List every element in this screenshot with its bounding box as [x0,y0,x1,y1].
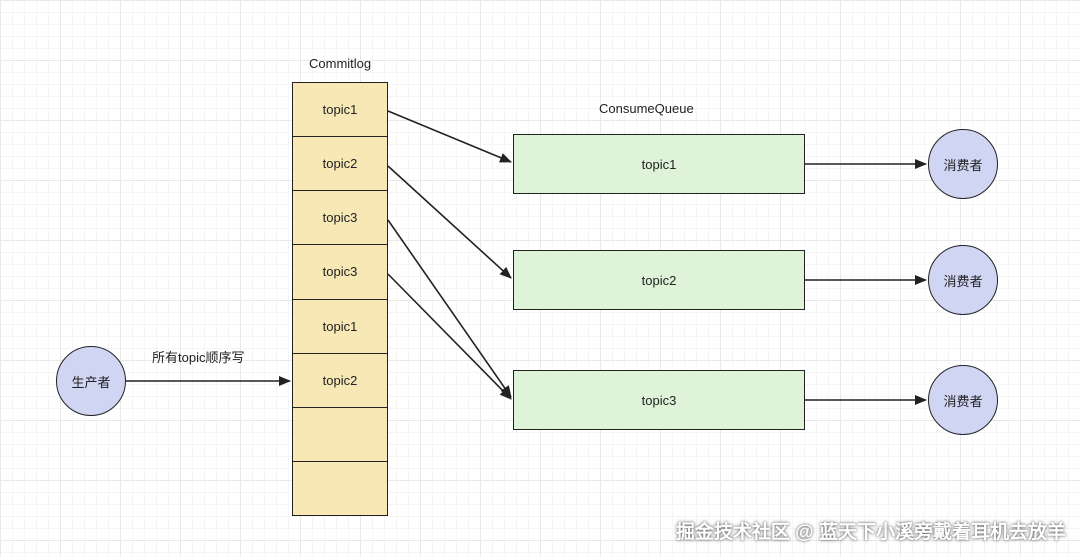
commitlog-title: Commitlog [309,56,372,71]
commit-topic1-to-queue-topic1-arrow [387,110,512,163]
producer-arrow-label: 所有topic顺序写 [152,350,245,365]
commitlog-cell: topic3 [293,191,387,246]
queue-topic2: topic2 [513,250,805,310]
consumer-node-3: 消费者 [928,365,998,435]
commit-topic3b-to-queue-topic3-arrow [387,273,512,400]
commitlog-cell-empty [293,407,387,462]
queue-topic3: topic3 [513,370,805,430]
commitlog-cell: topic2 [293,353,387,408]
producer-node: 生产者 [56,346,126,416]
commitlog-cell: topic1 [293,299,387,354]
watermark: 掘金技术社区 @ 蓝天下小溪旁戴着耳机去放羊 [675,522,1066,543]
consumequeue-title: ConsumeQueue [599,101,694,116]
consumer-node-1: 消费者 [928,129,998,199]
commit-topic3a-to-queue-topic3-arrow [387,219,512,398]
queue-topic1: topic1 [513,134,805,194]
commit-topic2-to-queue-topic2-arrow [387,165,512,279]
commitlog-cell-empty [293,461,387,515]
commitlog-cell: topic1 [293,83,387,138]
commitlog-cell: topic3 [293,245,387,300]
consumer-node-2: 消费者 [928,245,998,315]
commitlog-stack: topic1 topic2 topic3 topic3 topic1 topic… [292,82,388,516]
commitlog-cell: topic2 [293,137,387,192]
